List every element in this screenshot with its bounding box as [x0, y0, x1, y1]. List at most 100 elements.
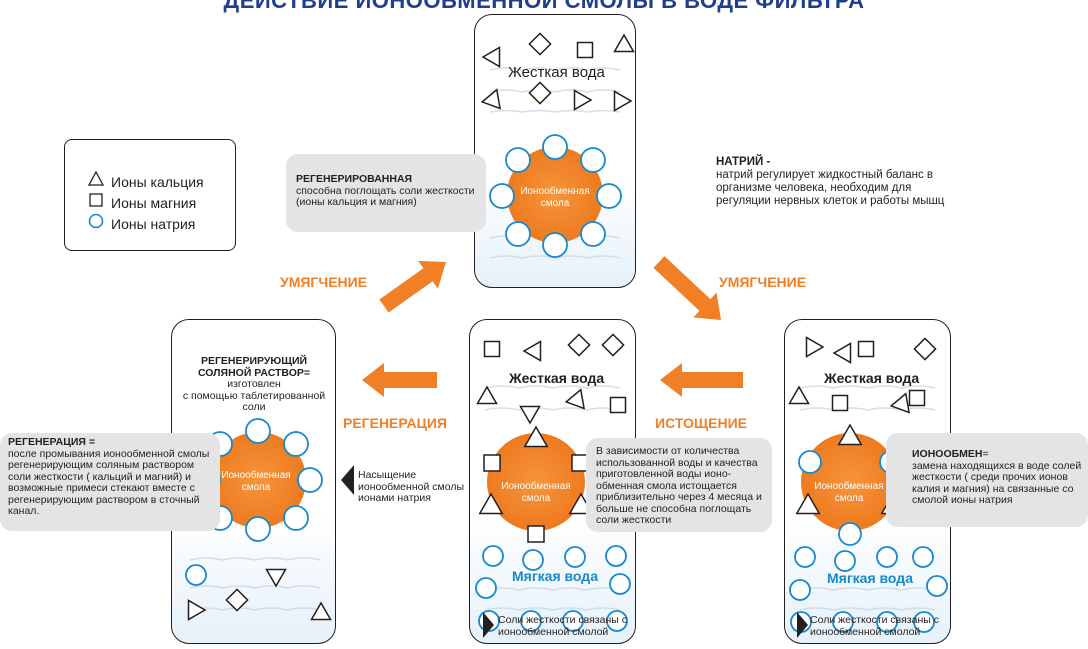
- triangle-icon: [87, 170, 105, 186]
- calcium-ion-triangle: [310, 601, 332, 621]
- regenerated-box: РЕГЕНЕРИРОВАННАЯ способна поглощать соли…: [286, 154, 486, 232]
- ion-exchange-heading: ИОНООБМЕН: [912, 448, 983, 460]
- calcium-ion-triangle: [478, 492, 504, 515]
- calcium-ion-triangle: [573, 89, 593, 111]
- water-wave: [189, 607, 321, 611]
- legend-calcium: Ионы кальция: [111, 174, 204, 190]
- sodium-note: НАТРИЙ - натрий регулирует жидкостный ба…: [716, 156, 946, 208]
- exhaustion-label: ИСТОЩЕНИЕ: [655, 415, 748, 431]
- softening-label-right: УМЯГЧЕНИЕ: [719, 274, 807, 290]
- sodium-ion-circle: [912, 546, 934, 568]
- regenerated-text: способна поглощать соли жесткости (ионы …: [296, 184, 475, 208]
- brine-text-3: соли: [242, 401, 266, 413]
- magnesium-ion-square: [908, 389, 926, 407]
- calcium-ion-triangle: [481, 46, 501, 68]
- middle-soft-water: Мягкая вода: [512, 568, 598, 584]
- calcium-ion-triangle: [480, 88, 502, 110]
- water-wave: [489, 67, 621, 71]
- water-wave: [484, 385, 621, 389]
- sodium-ion-circle: [245, 418, 271, 444]
- magnesium-ion-square: [601, 333, 625, 357]
- sodium-ion-circle: [609, 573, 631, 595]
- magnesium-ion-square: [483, 454, 501, 472]
- top-hard-water: Жесткая вода: [508, 64, 605, 81]
- calcium-ion-triangle: [476, 385, 498, 405]
- magnesium-ion-square: [609, 396, 627, 414]
- sodium-ion-circle: [562, 610, 584, 632]
- calcium-ion-triangle: [795, 492, 821, 515]
- sodium-ion-circle: [297, 467, 323, 493]
- pointer-saturation: [341, 465, 354, 495]
- arrow-softening-left: [379, 260, 446, 313]
- sodium-text: натрий регулирует жидкостный баланс в ор…: [716, 169, 945, 207]
- water-wave: [799, 587, 936, 591]
- resin-label-right: Ионообменная смола: [814, 481, 884, 504]
- legend-icons: [87, 170, 105, 229]
- sodium-ion-circle: [876, 611, 898, 633]
- sodium-ion-circle: [482, 545, 504, 567]
- sodium-ion-circle: [876, 546, 898, 568]
- legend-sodium: Ионы натрия: [111, 216, 196, 232]
- legend: Ионы кальция Ионы магния Ионы натрия: [64, 139, 236, 251]
- sodium-ion-circle: [926, 575, 948, 597]
- sodium-ion-circle: [475, 577, 497, 599]
- calcium-ion-triangle: [788, 385, 810, 405]
- calcium-ion-triangle: [889, 392, 911, 414]
- regeneration-box: РЕГЕНЕРАЦИЯ = после промывания ионообмен…: [0, 433, 220, 531]
- calcium-ion-triangle: [265, 568, 287, 588]
- sodium-ion-circle: [185, 564, 207, 586]
- exhaustion-box: В зависимости от количества использованн…: [586, 438, 772, 532]
- calcium-ion-triangle: [519, 405, 541, 425]
- water-wave: [189, 557, 321, 561]
- legend-magnesium: Ионы магния: [111, 195, 197, 211]
- pointer-right-note: [797, 612, 808, 638]
- regenerated-heading: РЕГЕНЕРИРОВАННАЯ: [296, 173, 413, 185]
- sodium-ion-circle: [596, 183, 622, 209]
- water-wave: [189, 585, 321, 589]
- sodium-ion-circle: [522, 549, 544, 571]
- water-wave: [799, 385, 936, 389]
- magnesium-ion-square: [857, 340, 875, 358]
- arrow-exhaustion: [660, 363, 743, 397]
- calcium-ion-triangle: [805, 336, 825, 358]
- water-wave: [484, 607, 621, 611]
- sodium-ion-circle: [283, 505, 309, 531]
- diagram-title: ДЕЙСТВИЕ ИОНООБМЕННОЙ СМОЛЫ В ВОДЕ ФИЛЬТ…: [223, 0, 865, 13]
- sodium-ion-circle: [913, 611, 935, 633]
- sodium-ion-circle: [505, 147, 531, 173]
- calcium-ion-triangle: [613, 33, 635, 53]
- regeneration-label: РЕГЕНЕРАЦИЯ: [343, 415, 447, 431]
- resin-label-top: Ионообменная смола: [520, 186, 590, 209]
- sodium-ion-circle: [606, 610, 628, 632]
- right-hard-water: Жесткая вода: [824, 370, 920, 386]
- sodium-ion-circle: [245, 516, 271, 542]
- arrow-regeneration: [362, 363, 437, 397]
- resin-ball-right: [801, 433, 899, 531]
- resin-label-left: Ионообменная смола: [221, 470, 291, 493]
- sodium-ion-circle: [832, 611, 854, 633]
- water-wave: [489, 109, 621, 113]
- brine-text-2: с помощью таблетированной: [182, 389, 326, 402]
- sodium-ion-circle: [580, 221, 606, 247]
- sodium-ion-circle: [542, 232, 568, 258]
- water-wave: [484, 587, 621, 591]
- calcium-ion-triangle: [564, 388, 586, 410]
- sodium-ion-circle: [605, 545, 627, 567]
- pointer-middle-note: [483, 612, 494, 638]
- water-wave: [799, 407, 936, 411]
- sodium-ion-circle: [283, 431, 309, 457]
- resin-ball-top: [507, 147, 603, 243]
- regeneration-text: после промывания ионообменной смолы реге…: [8, 447, 210, 517]
- right-vessel-note: Соли жесткости связаны с ионообменной см…: [810, 614, 939, 638]
- sodium-heading: НАТРИЙ -: [716, 156, 771, 168]
- calcium-ion-triangle: [832, 342, 852, 364]
- sodium-ion-circle: [564, 546, 586, 568]
- sodium-ion-circle: [505, 221, 531, 247]
- magnesium-ion-square: [913, 337, 937, 361]
- ion-exchange-text: замена находящихся в воде солей жесткост…: [912, 459, 1082, 506]
- water-wave: [799, 607, 936, 611]
- magnesium-ion-square: [831, 394, 849, 412]
- calcium-ion-triangle: [522, 340, 542, 362]
- calcium-ion-triangle: [523, 425, 549, 448]
- resin-ball-middle: [487, 433, 585, 531]
